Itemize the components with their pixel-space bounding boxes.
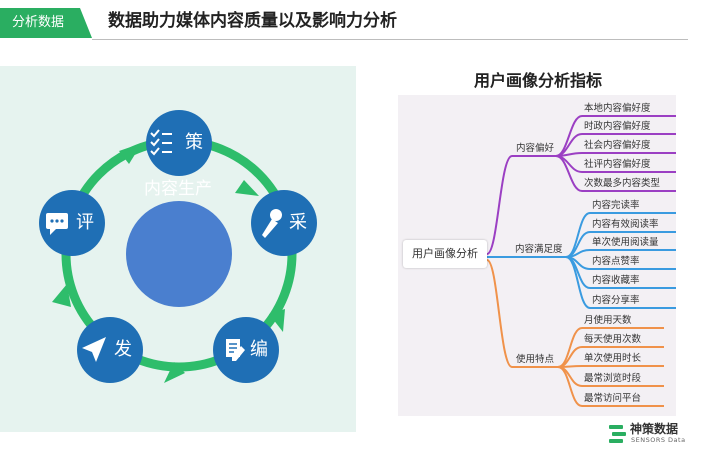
leaf-top-platform: 最常访问平台 <box>584 393 642 404</box>
branch-label-satisfaction: 内容满足度 <box>515 244 563 255</box>
leaf-society-preference: 社会内容偏好度 <box>584 140 651 151</box>
leaf-like-rate: 内容点赞率 <box>592 256 640 267</box>
cycle-arrow-3 <box>269 309 285 332</box>
node-bian <box>213 317 279 383</box>
brand-logo-icon <box>609 425 626 443</box>
mindmap-root: 用户画像分析 <box>403 240 487 268</box>
leaf-favorite-rate: 内容收藏率 <box>592 275 640 286</box>
center-circle <box>126 201 232 307</box>
section-tag-shape <box>0 8 92 38</box>
node-label-ping: 评 <box>76 212 94 233</box>
leaf-top-browse-period: 最常浏览时段 <box>584 373 642 384</box>
leaf-commentary-preference: 社评内容偏好度 <box>584 159 651 170</box>
leaf-monthly-days: 月使用天数 <box>584 315 632 326</box>
node-label-cai: 采 <box>289 212 307 233</box>
node-ping <box>39 190 105 256</box>
node-cai <box>251 190 317 256</box>
node-label-bian: 编 <box>250 339 268 360</box>
node-fa <box>77 317 143 383</box>
leaf-completion-rate: 内容完读率 <box>592 200 640 211</box>
cycle-arrow-4 <box>164 362 185 383</box>
leaf-share-rate: 内容分享率 <box>592 295 640 306</box>
section-tag: 分析数据 <box>0 8 92 38</box>
comment-icon <box>46 213 68 235</box>
cycle-arrow-2 <box>235 180 259 196</box>
paper-plane-icon <box>82 337 106 362</box>
cycle-arrow-5 <box>52 284 71 307</box>
title-divider <box>92 39 688 40</box>
node-ce <box>146 110 212 176</box>
leaf-top-content-type: 次数最多内容类型 <box>584 178 661 189</box>
brand-logo: 神策数据 SENSORS Data <box>609 421 709 447</box>
edit-document-icon <box>226 339 245 361</box>
leaf-daily-uses: 每天使用次数 <box>584 334 642 345</box>
center-label: 内容生产 <box>144 179 212 199</box>
node-label-fa: 发 <box>114 339 132 360</box>
leaf-local-preference: 本地内容偏好度 <box>584 103 651 114</box>
branch-lines-usage <box>486 259 664 407</box>
page-title: 数据助力媒体内容质量以及影响力分析 <box>108 11 397 31</box>
mindmap-title: 用户画像分析指标 <box>473 71 602 90</box>
leaf-politics-preference: 时政内容偏好度 <box>584 121 651 132</box>
section-tag-label: 分析数据 <box>12 15 65 30</box>
microphone-icon <box>262 209 282 238</box>
cycle-arrow-1 <box>119 143 142 164</box>
brand-logo-name: 神策数据 <box>630 422 679 436</box>
branch-label-usage: 使用特点 <box>516 354 555 365</box>
branch-label-preference: 内容偏好 <box>516 143 555 154</box>
list-icon <box>150 129 172 156</box>
leaf-reads-per-session: 单次使用阅读量 <box>592 237 659 248</box>
leaf-session-duration: 单次使用时长 <box>584 353 642 364</box>
node-label-ce: 策 <box>185 132 203 153</box>
branch-lines-satisfaction <box>487 212 676 309</box>
branch-lines-preference <box>486 115 676 255</box>
mindmap-root-label: 用户画像分析 <box>412 247 478 260</box>
leaf-effective-read-rate: 内容有效阅读率 <box>592 219 659 230</box>
brand-logo-sub: SENSORS Data <box>631 436 686 444</box>
